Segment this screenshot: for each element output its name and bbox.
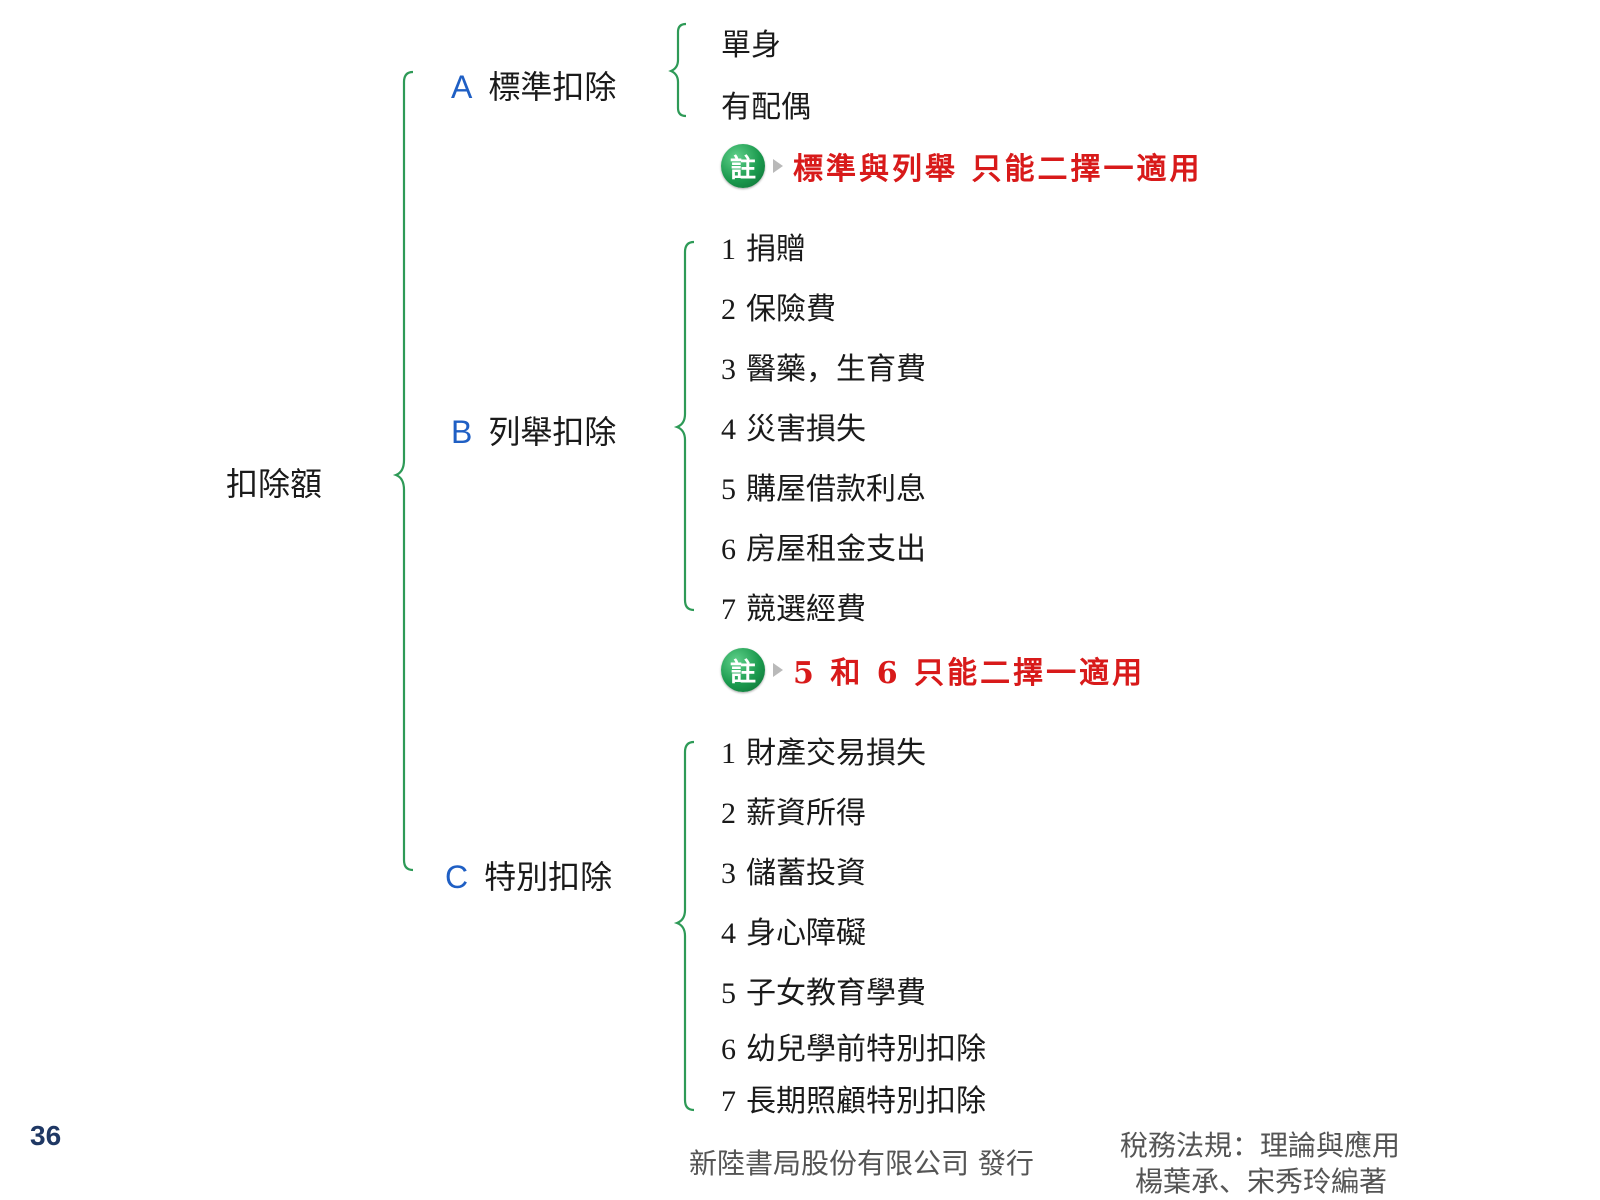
item-label: 儲蓄投資	[746, 856, 866, 891]
item-number: 3	[721, 857, 736, 890]
itemized-brace	[673, 240, 695, 612]
standard-brace	[668, 22, 687, 118]
item-label: 保險費	[746, 292, 836, 327]
item-label: 災害損失	[746, 412, 866, 447]
standard-item-single: 單身	[721, 28, 781, 63]
item-label: 競選經費	[746, 592, 866, 627]
note-arrow-icon	[773, 663, 783, 677]
category-itemized: B 列舉扣除	[451, 407, 616, 453]
special-item: 2 薪資所得	[721, 788, 866, 832]
item-label: 醫藥，生育費	[746, 352, 926, 387]
item-label: 子女教育學費	[746, 976, 926, 1011]
item-number: 2	[721, 797, 736, 830]
book-title: 稅務法規：理論與應用	[1120, 1129, 1401, 1162]
special-item: 4 身心障礙	[721, 908, 866, 952]
special-item: 6 幼兒學前特別扣除	[721, 1024, 986, 1068]
note-badge-icon: 註	[721, 648, 765, 692]
item-number: 2	[721, 293, 736, 326]
itemized-item: 2 保險費	[721, 284, 836, 328]
root-brace	[392, 70, 414, 872]
item-number: 1	[721, 233, 736, 266]
publisher-text: 新陸書局股份有限公司 發行	[689, 1147, 1034, 1180]
category-letter: B	[451, 414, 473, 450]
itemized-item: 5 購屋借款利息	[721, 464, 926, 508]
category-label: 特別扣除	[484, 858, 613, 896]
note-interest-vs-rent: 註 5 和 6 只能二擇一適用	[721, 648, 1145, 692]
page-number: 36	[30, 1120, 62, 1151]
category-special: C 特別扣除	[445, 852, 612, 898]
standard-item-married: 有配偶	[721, 90, 811, 125]
category-letter: C	[445, 859, 469, 895]
itemized-item: 7 競選經費	[721, 584, 866, 628]
item-number: 3	[721, 353, 736, 386]
special-item: 5 子女教育學費	[721, 968, 926, 1012]
item-number: 5	[721, 977, 736, 1010]
item-number: 4	[721, 917, 736, 950]
special-item: 3 儲蓄投資	[721, 848, 866, 892]
category-standard: A 標準扣除	[451, 62, 616, 108]
special-item: 1 財產交易損失	[721, 728, 926, 772]
note-text: 5 和 6 只能二擇一適用	[793, 656, 1146, 691]
book-authors: 楊葉承、宋秀玲編著	[1135, 1165, 1388, 1198]
note-badge-icon: 註	[721, 144, 765, 188]
item-number: 6	[721, 1033, 736, 1066]
note-text: 標準與列舉 只能二擇一適用	[793, 152, 1203, 187]
item-number: 7	[721, 1085, 736, 1118]
note-standard-vs-itemized: 註 標準與列舉 只能二擇一適用	[721, 144, 1202, 188]
itemized-item: 6 房屋租金支出	[721, 524, 926, 568]
category-letter: A	[451, 69, 473, 105]
item-number: 6	[721, 533, 736, 566]
itemized-item: 4 災害損失	[721, 404, 866, 448]
item-number: 1	[721, 737, 736, 770]
itemized-item: 1 捐贈	[721, 224, 806, 268]
note-arrow-icon	[773, 159, 783, 173]
item-number: 5	[721, 473, 736, 506]
item-label: 長期照顧特別扣除	[746, 1084, 986, 1119]
item-label: 幼兒學前特別扣除	[746, 1032, 986, 1067]
item-label: 身心障礙	[746, 916, 866, 951]
category-label: 標準扣除	[488, 68, 617, 106]
special-item: 7 長期照顧特別扣除	[721, 1076, 986, 1120]
category-label: 列舉扣除	[488, 413, 617, 451]
item-label: 房屋租金支出	[746, 532, 926, 567]
special-brace	[673, 740, 695, 1112]
item-label: 購屋借款利息	[746, 472, 926, 507]
root-label: 扣除額	[226, 465, 323, 503]
item-label: 薪資所得	[746, 796, 866, 831]
item-label: 捐贈	[746, 232, 806, 267]
item-number: 4	[721, 413, 736, 446]
item-number: 7	[721, 593, 736, 626]
item-label: 財產交易損失	[746, 736, 926, 771]
itemized-item: 3 醫藥，生育費	[721, 344, 926, 388]
